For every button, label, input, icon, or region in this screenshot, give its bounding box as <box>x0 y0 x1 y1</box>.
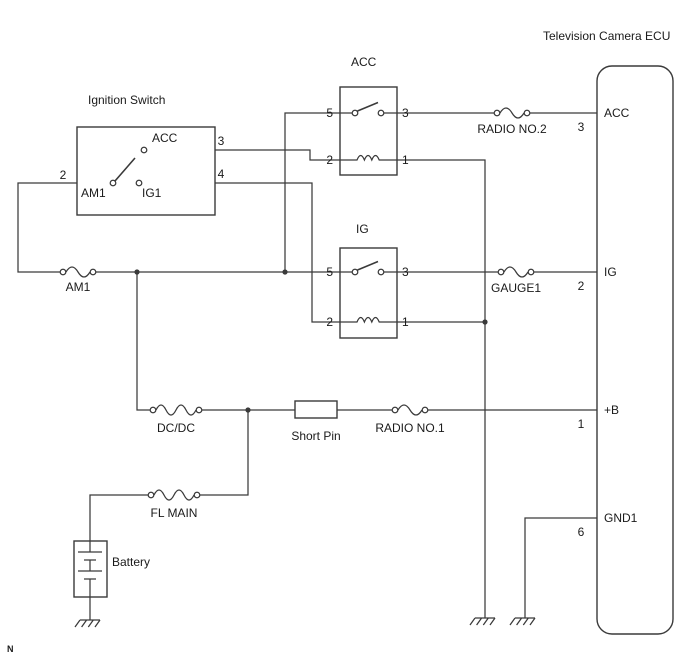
wire-acc-relay-feed <box>284 112 340 272</box>
fuse-radio-no2-label: RADIO NO.2 <box>477 122 547 136</box>
fuse-radio-no1-symbol <box>391 404 429 416</box>
fuse-radio-no2-symbol <box>493 107 531 119</box>
fuse-gauge1-symbol <box>497 266 535 278</box>
junction-dot <box>282 269 288 275</box>
junction-dot <box>482 319 488 325</box>
wire-ign-acc-to-acc-coil <box>147 149 340 161</box>
ignition-switch-contacts-icon <box>109 146 148 187</box>
fuse-fl-main-symbol <box>147 489 201 501</box>
ecu-pin-acc-name: ACC <box>604 106 630 120</box>
wire-am1-terminal-feed <box>17 182 110 273</box>
ecu-pin-gnd1-name: GND1 <box>604 511 638 525</box>
ignition-terminal-3: 3 <box>218 134 225 148</box>
fuse-dc-dc-label: DC/DC <box>157 421 195 435</box>
ignition-am1-label: AM1 <box>81 186 106 200</box>
ecu-pin-ig-name: IG <box>604 265 617 279</box>
acc-relay-coil-icon <box>340 154 397 162</box>
ground-icon <box>74 619 101 628</box>
labels: Television Camera ECU Ignition Switch AC… <box>7 29 670 654</box>
wire-acc-coil-ground <box>397 159 486 618</box>
ecu-pin-b-number: 1 <box>578 417 585 431</box>
ig-relay-switch-icon <box>340 260 397 276</box>
ig-relay-pin-5: 5 <box>326 265 333 279</box>
acc-relay-pin-3: 3 <box>402 106 409 120</box>
ecu-title: Television Camera ECU <box>543 29 670 43</box>
wires <box>17 112 597 620</box>
ecu-pin-ig-number: 2 <box>578 279 585 293</box>
acc-relay-title: ACC <box>351 55 377 69</box>
acc-relay-switch-icon <box>340 101 397 117</box>
fuse-fl-main-label: FL MAIN <box>151 506 198 520</box>
internal-symbols <box>78 101 397 597</box>
acc-relay-box <box>339 86 398 176</box>
ecu-box <box>596 65 674 635</box>
ground-icon <box>509 617 536 626</box>
ecu-pin-b-name: +B <box>604 403 619 417</box>
short-pin-box <box>294 400 338 419</box>
ig-relay-box <box>339 247 398 339</box>
junction-dot <box>134 269 140 275</box>
wire-ign-ig1-to-ig-coil <box>142 182 340 323</box>
ig-relay-pin-3: 3 <box>402 265 409 279</box>
ig-relay-coil-icon <box>340 316 397 324</box>
fuse-am1-label: AM1 <box>66 280 91 294</box>
wire-battery-branch <box>89 410 249 620</box>
battery-label: Battery <box>112 555 150 569</box>
ground-icon <box>469 617 496 626</box>
battery-cells-icon <box>78 541 102 597</box>
ignition-switch-box <box>76 126 216 216</box>
ignition-ig1-label: IG1 <box>142 186 162 200</box>
junction-dot <box>245 407 251 413</box>
ig-relay-title: IG <box>356 222 369 236</box>
ground-symbols <box>74 617 536 628</box>
fuse-dc-dc-symbol <box>149 404 203 416</box>
acc-relay-pin-2: 2 <box>326 153 333 167</box>
ecu-pin-acc-number: 3 <box>578 120 585 134</box>
short-pin-label: Short Pin <box>291 429 340 443</box>
ig-relay-pin-2: 2 <box>326 315 333 329</box>
acc-relay-pin-1: 1 <box>402 153 409 167</box>
ignition-terminal-2: 2 <box>60 168 67 182</box>
acc-relay-pin-5: 5 <box>326 106 333 120</box>
component-boxes <box>73 65 674 635</box>
wire-gnd1 <box>524 517 597 618</box>
corner-note: N <box>7 644 14 654</box>
ecu-pin-gnd1-number: 6 <box>578 525 585 539</box>
fuse-radio-no1-label: RADIO NO.1 <box>375 421 445 435</box>
fuse-am1-symbol <box>59 266 97 278</box>
ignition-switch-title: Ignition Switch <box>88 93 165 107</box>
fuse-symbols <box>59 107 535 501</box>
ig-relay-pin-1: 1 <box>402 315 409 329</box>
ignition-terminal-4: 4 <box>218 167 225 181</box>
junction-dots <box>134 269 488 413</box>
fuse-gauge1-label: GAUGE1 <box>491 281 541 295</box>
ignition-acc-label: ACC <box>152 131 178 145</box>
